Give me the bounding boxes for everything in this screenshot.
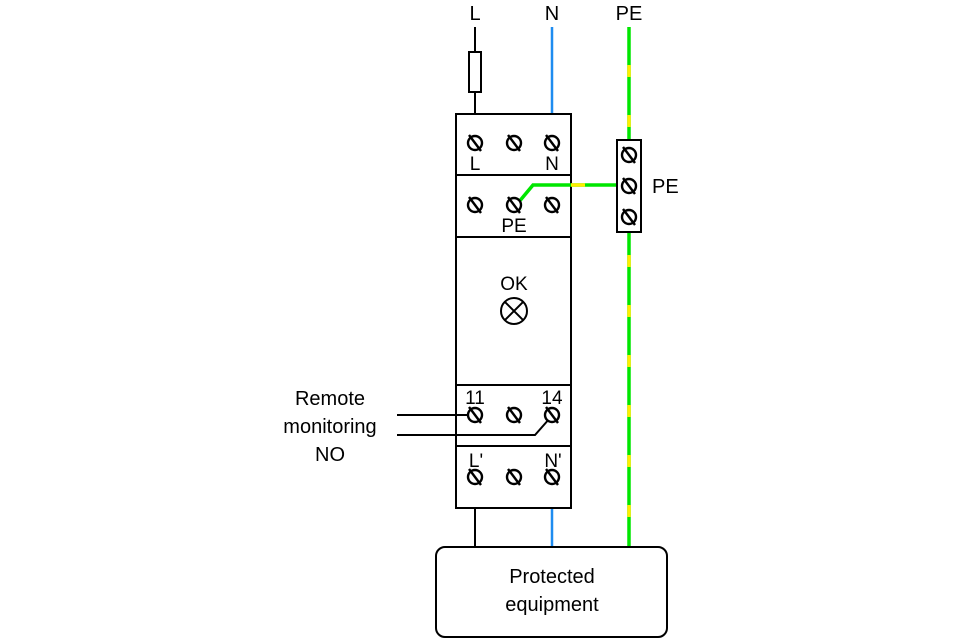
supply-neutral-label: N: [545, 3, 559, 25]
screw-terminal-icon: [620, 208, 638, 226]
pe-link-wire: [516, 183, 626, 205]
screw-terminal-icon: [543, 196, 561, 214]
screw-terminal-icon: [466, 406, 484, 424]
remote-monitoring-label-1: Remote: [295, 388, 365, 410]
screw-terminal-icon: [505, 468, 523, 486]
terminals: [466, 134, 561, 486]
surge-protection-device: [455, 113, 572, 509]
terminal-label-l-out: L': [469, 451, 483, 472]
supply-line-label: L: [469, 3, 480, 25]
remote-monitoring-wires: [397, 414, 551, 436]
screw-terminal-icon: [543, 406, 561, 424]
contact-label-14: 14: [541, 388, 563, 409]
remote-monitoring-label-2: monitoring: [283, 416, 376, 438]
protected-equipment-box: [435, 546, 668, 638]
protected-equipment-label-1: Protected: [509, 566, 595, 588]
remote-monitoring-label-3: NO: [315, 444, 345, 466]
screw-terminal-icon: [505, 196, 523, 214]
screw-terminal-icon: [543, 134, 561, 152]
protected-equipment-label-2: equipment: [505, 594, 599, 616]
screw-terminal-icon: [466, 134, 484, 152]
indicator-label: OK: [500, 274, 528, 295]
indicator-lamp-icon: [500, 297, 528, 325]
screw-terminal-icon: [543, 468, 561, 486]
supply-earth-label: PE: [616, 3, 643, 25]
terminal-label-pe: PE: [501, 216, 526, 237]
fuse-icon: [468, 51, 482, 93]
screw-terminal-icon: [620, 177, 638, 195]
screw-terminal-icon: [505, 406, 523, 424]
contact-label-11: 11: [465, 388, 485, 409]
terminal-label-n: N: [545, 154, 559, 175]
pe-strip-label: PE: [652, 176, 679, 198]
screw-terminal-icon: [466, 468, 484, 486]
screw-terminal-icon: [505, 134, 523, 152]
screw-terminal-icon: [620, 146, 638, 164]
terminal-label-l: L: [470, 154, 481, 175]
screw-terminal-icon: [466, 196, 484, 214]
pe-strip-terminals: [620, 146, 638, 226]
terminal-label-n-out: N': [544, 451, 561, 472]
